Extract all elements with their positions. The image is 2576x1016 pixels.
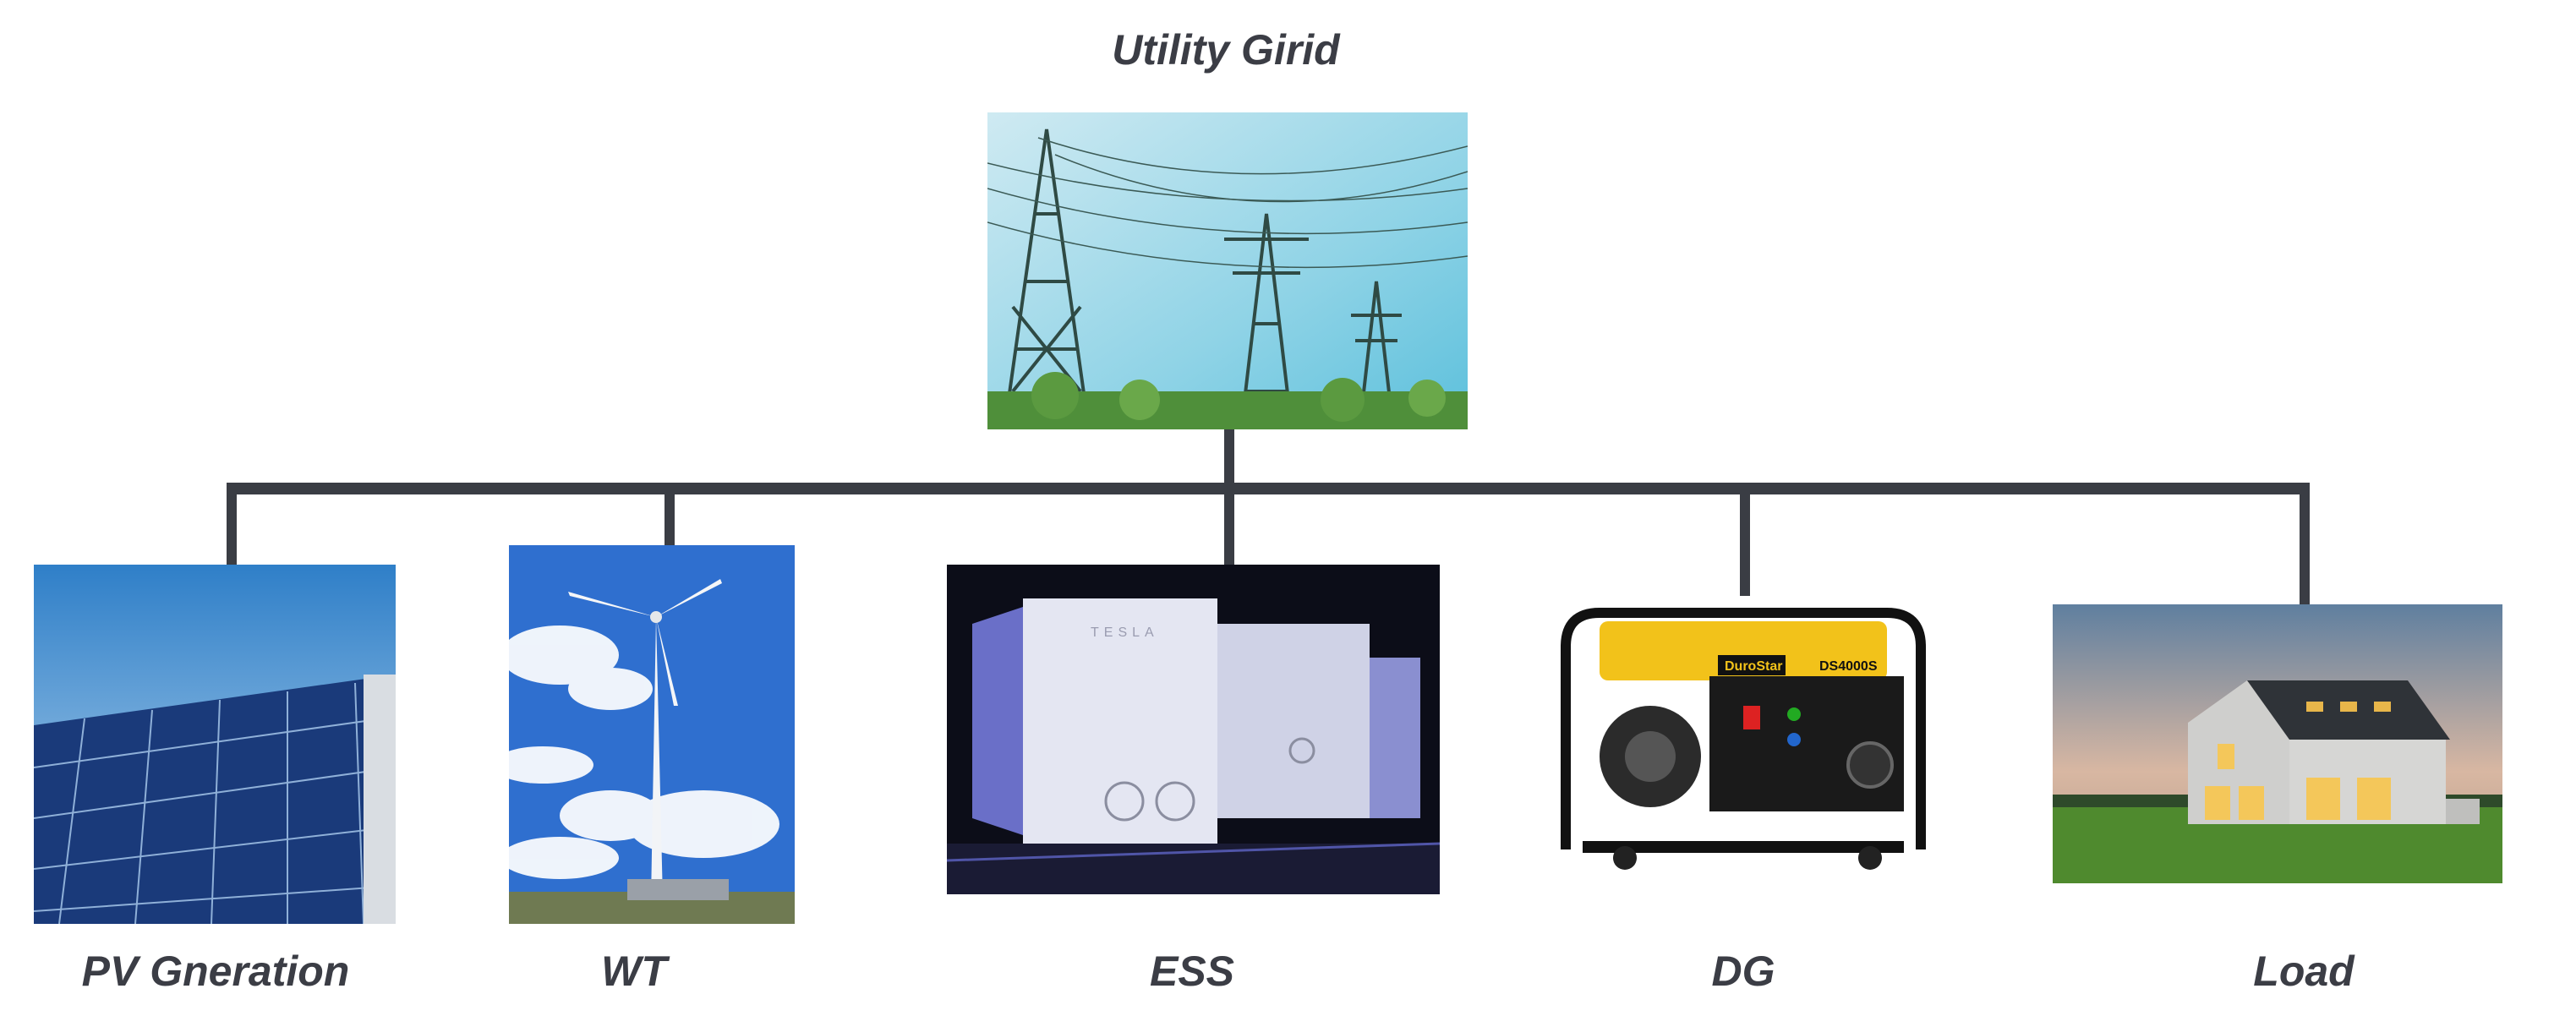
pv-generation-label: PV Gneration xyxy=(81,948,350,995)
solar-panel-photo xyxy=(34,565,396,924)
transmission-towers-photo xyxy=(987,112,1468,429)
feeder-pv xyxy=(227,483,237,571)
feeder-wt xyxy=(665,483,675,545)
ess-label: ESS xyxy=(1149,948,1235,995)
generator-brand-text: DuroStar xyxy=(1725,659,1782,674)
tesla-logo-text: TESLA xyxy=(1091,625,1159,640)
house-photo xyxy=(2053,604,2502,883)
feeder-dg xyxy=(1740,483,1750,601)
feeder-load xyxy=(2300,483,2310,609)
main-bus-bar xyxy=(227,483,2308,494)
wt-label: WT xyxy=(601,948,667,995)
generator-model-text: DS4000S xyxy=(1819,659,1878,674)
generator-photo: DuroStar DS4000S xyxy=(1549,596,1936,875)
dg-label: DG xyxy=(1711,948,1775,995)
load-label: Load xyxy=(2253,948,2354,995)
battery-storage-photo: TESLA xyxy=(947,565,1440,894)
utility-grid-label: Utility Girid xyxy=(1112,26,1340,74)
root-feeder-line xyxy=(1224,427,1234,579)
wind-turbine-photo xyxy=(509,545,795,924)
